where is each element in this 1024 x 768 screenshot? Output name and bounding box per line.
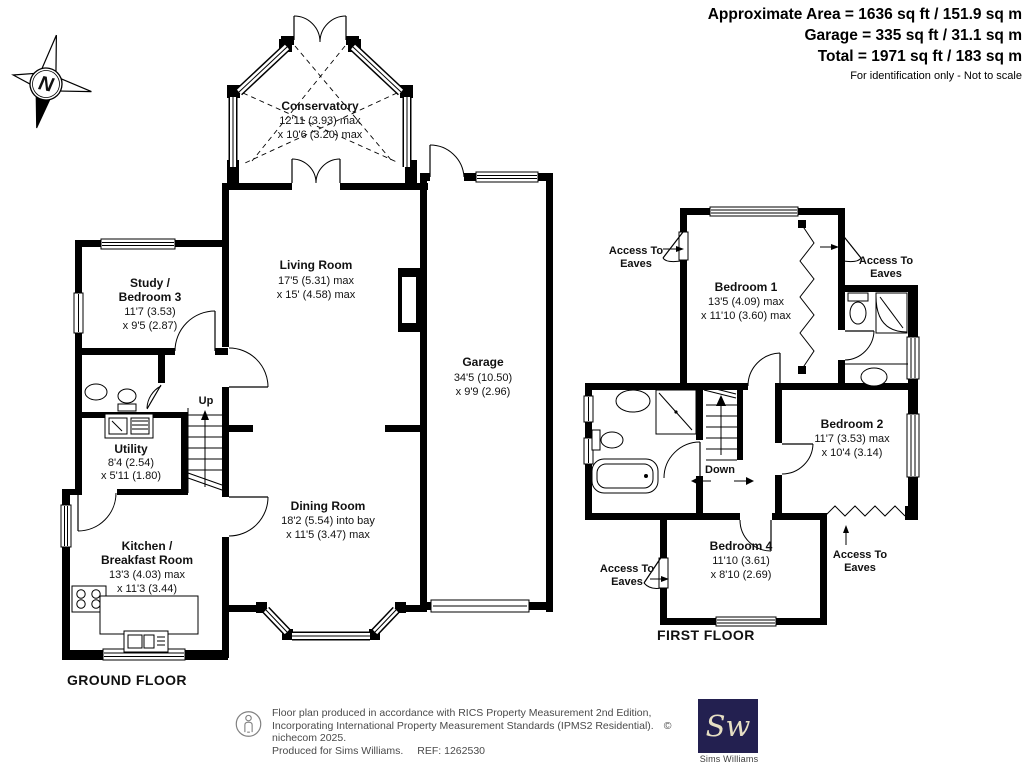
bedroom2-label: Bedroom 2 xyxy=(821,417,884,431)
study-label-2: Bedroom 3 xyxy=(119,290,182,304)
eaves-label-br-1: Access To xyxy=(833,549,887,561)
ground-floor-doors xyxy=(77,310,269,537)
living-room-label: Living Room xyxy=(280,258,353,272)
kitchen-label-2: Breakfast Room xyxy=(101,553,193,567)
bay-window xyxy=(256,602,406,641)
garage-structure xyxy=(420,144,553,613)
utility-label: Utility xyxy=(114,442,148,456)
total-area-line: Total = 1971 sq ft / 183 sq m xyxy=(817,48,1022,65)
logo-name: Sims Williams xyxy=(699,754,759,764)
bedroom4-dim1: 11'10 (3.61) xyxy=(712,555,770,567)
bedroom2-dim2: x 10'4 (3.14) xyxy=(822,447,883,459)
eaves-doors xyxy=(643,220,906,589)
eaves-label-bl-2: Eaves xyxy=(611,576,643,588)
footer-line3: Produced for Sims Williams.REF: 1262530 xyxy=(272,744,486,757)
ground-floor-windows xyxy=(60,238,186,661)
first-floor-title: FIRST FLOOR xyxy=(657,627,755,643)
conservatory-dim2: x 10'6 (3.20) max xyxy=(278,129,363,141)
compass-icon: N xyxy=(11,34,92,129)
sims-williams-logo: Sw Sims Williams xyxy=(698,699,760,764)
stairs-up-label: Up xyxy=(199,395,214,407)
utility-sink xyxy=(104,413,154,439)
bedroom1-dim1: 13'5 (4.09) max xyxy=(708,296,785,308)
footer: Floor plan produced in accordance with R… xyxy=(234,707,704,757)
approximate-area-line: Approximate Area = 1636 sq ft / 151.9 sq… xyxy=(707,6,1022,23)
kitchen-fixtures xyxy=(71,585,199,653)
footer-text: Floor plan produced in accordance with R… xyxy=(272,707,704,757)
compass-n-label: N xyxy=(37,72,56,97)
study-label-1: Study / xyxy=(130,276,171,290)
area-summary: Approximate Area = 1636 sq ft / 151.9 sq… xyxy=(708,4,1022,82)
footer-line2: Incorporating International Property Mea… xyxy=(272,719,672,745)
stairs-down xyxy=(691,385,754,485)
study-dim1: 11'7 (3.53) xyxy=(124,306,175,318)
bedroom2-dim1: 11'7 (3.53) max xyxy=(814,433,890,445)
conservatory-label: Conservatory xyxy=(281,99,359,113)
identification-note: For identification only - Not to scale xyxy=(850,70,1022,82)
eaves-label-tr-1: Access To xyxy=(859,255,913,267)
footer-line1: Floor plan produced in accordance with R… xyxy=(272,707,652,719)
conservatory-dim1: 12'11 (3.93) max xyxy=(279,115,361,127)
person-icon xyxy=(235,711,262,737)
eaves-label-tl-1: Access To xyxy=(609,245,663,257)
bedroom1-label: Bedroom 1 xyxy=(715,280,778,294)
dining-room-label: Dining Room xyxy=(291,499,366,513)
dining-room-dim2: x 11'5 (3.47) max xyxy=(286,529,370,541)
eaves-label-bl-1: Access To xyxy=(600,563,654,575)
ground-floor-plan: Conservatory 12'11 (3.93) max x 10'6 (3.… xyxy=(60,15,553,688)
first-floor-windows xyxy=(583,206,920,627)
eaves-label-tr-2: Eaves xyxy=(870,268,902,280)
first-floor-doors xyxy=(663,330,875,552)
stairs-up xyxy=(187,408,223,493)
conservatory-room xyxy=(227,15,417,184)
garage-label: Garage xyxy=(462,355,504,369)
kitchen-label-1: Kitchen / xyxy=(122,539,173,553)
bathroom-fixtures xyxy=(591,389,697,494)
first-floor-plan: Bedroom 1 13'5 (4.09) max x 11'10 (3.60)… xyxy=(583,206,920,643)
living-room-dim2: x 15' (4.58) max xyxy=(277,289,356,301)
eaves-label-br-2: Eaves xyxy=(844,562,876,574)
bedroom4-label: Bedroom 4 xyxy=(710,539,773,553)
kitchen-dim1: 13'3 (4.03) max xyxy=(109,569,186,581)
ensuite-fixtures xyxy=(845,292,908,387)
wc-fixtures xyxy=(84,383,137,412)
study-dim2: x 9'5 (2.87) xyxy=(123,320,178,332)
garage-area-line: Garage = 335 sq ft / 31.1 sq m xyxy=(804,27,1022,44)
utility-dim2: x 5'11 (1.80) xyxy=(101,470,161,482)
bedroom4-dim2: x 8'10 (2.69) xyxy=(711,569,772,581)
living-room-dim1: 17'5 (5.31) max xyxy=(278,275,355,287)
eaves-label-tl-2: Eaves xyxy=(620,258,652,270)
logo-square: Sw xyxy=(698,699,758,753)
garage-dim2: x 9'9 (2.96) xyxy=(456,386,511,398)
bedroom1-dim2: x 11'10 (3.60) max xyxy=(701,310,791,322)
ground-floor-title: GROUND FLOOR xyxy=(67,672,187,688)
reference-number: REF: 1262530 xyxy=(417,744,486,757)
garage-dim1: 34'5 (10.50) xyxy=(454,372,512,384)
stairs-down-label: Down xyxy=(705,464,735,476)
eaves-arrows xyxy=(650,244,849,582)
kitchen-dim2: x 11'3 (3.44) xyxy=(117,583,177,595)
logo-monogram: Sw xyxy=(705,709,751,743)
dining-room-dim1: 18'2 (5.54) into bay xyxy=(281,515,375,527)
kitchen-table xyxy=(99,595,199,635)
utility-dim1: 8'4 (2.54) xyxy=(108,457,154,469)
copyright: © nichecom 2025. xyxy=(272,719,672,745)
